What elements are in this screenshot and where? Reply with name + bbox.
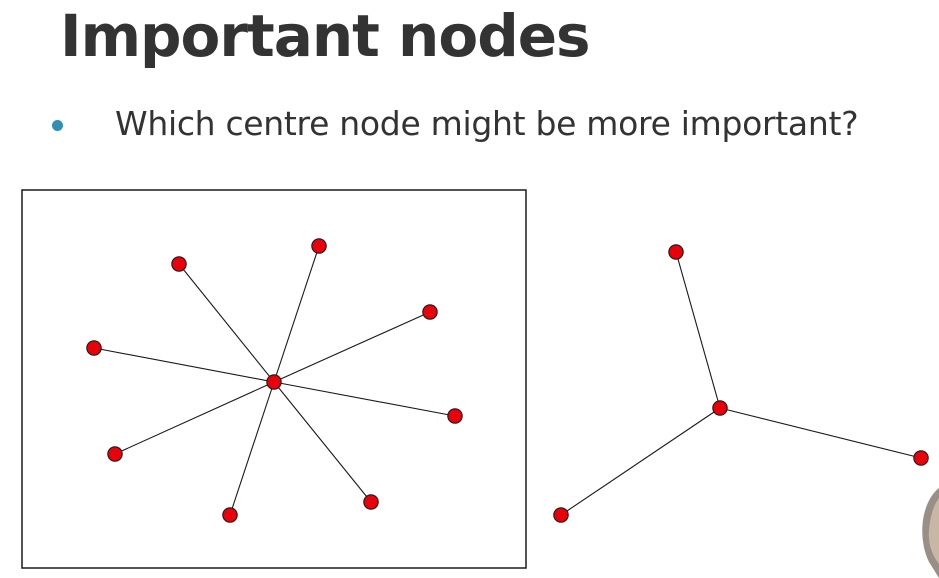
graph-edge <box>675 251 721 409</box>
graph-edge <box>93 347 275 383</box>
graph-node <box>668 244 684 260</box>
graph-center-node <box>712 400 728 416</box>
graph-edge <box>273 381 456 417</box>
graph-edge <box>273 311 431 383</box>
graph-edge <box>273 245 320 383</box>
graph-node <box>86 340 102 356</box>
graph-node <box>422 304 438 320</box>
slide-title: Important nodes <box>60 2 591 70</box>
graph-edge <box>229 381 275 516</box>
presenter-partial <box>922 488 939 578</box>
graph-node <box>913 450 929 466</box>
star-graph <box>21 189 527 569</box>
graph-node <box>107 446 123 462</box>
bullet-dot-icon <box>52 119 63 131</box>
star-graph-frame <box>21 189 527 569</box>
graph-node <box>311 238 327 254</box>
bullet-text: Which centre node might be more importan… <box>115 103 859 143</box>
graph-edge <box>719 407 922 459</box>
graph-edge <box>560 407 721 516</box>
three-leaf-graph <box>553 244 929 523</box>
graph-center-node <box>266 374 282 390</box>
graph-edge <box>114 381 275 455</box>
graph-node <box>553 507 569 523</box>
graph-edge <box>273 381 372 503</box>
graph-node <box>363 494 379 510</box>
graph-node <box>447 408 463 424</box>
graph-node <box>171 256 187 272</box>
bullet-item: Which centre node might be more importan… <box>52 100 859 146</box>
graph-edge <box>178 263 275 383</box>
graph-node <box>222 507 238 523</box>
